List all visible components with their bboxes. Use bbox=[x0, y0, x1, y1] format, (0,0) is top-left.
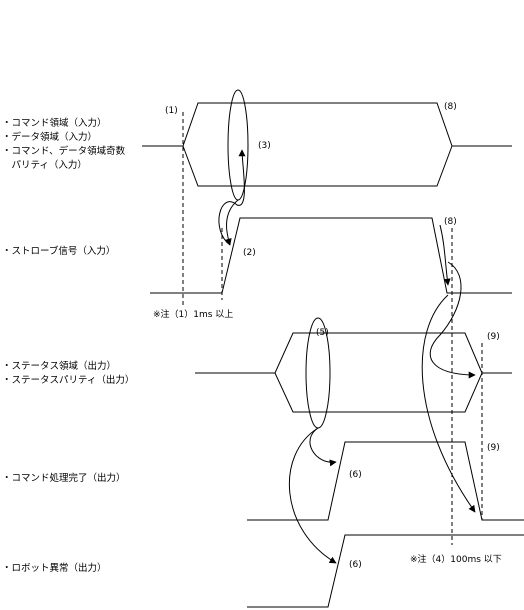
annotation-6-complete: (6) bbox=[349, 470, 362, 480]
annotation-1: (1) bbox=[165, 106, 178, 116]
robot-error-waveform bbox=[247, 534, 524, 608]
label-data-area: ・データ領域（入力） bbox=[2, 131, 97, 143]
status-bus-waveform bbox=[195, 332, 512, 413]
arrow-status-to-error bbox=[288, 427, 337, 564]
label-odd-parity: ・コマンド、データ領域奇数 bbox=[2, 145, 126, 157]
label-status-area: ・ステータス領域（出力） bbox=[2, 360, 116, 372]
label-command-complete: ・コマンド処理完了（出力） bbox=[2, 472, 126, 484]
annotation-3: (3) bbox=[258, 141, 271, 151]
arrow-to-status-end bbox=[429, 261, 476, 379]
note-4: ※注（4）100ms 以下 bbox=[410, 553, 502, 565]
strobe-waveform bbox=[150, 217, 512, 294]
arrow-status-to-complete bbox=[309, 427, 337, 467]
label-command-area: ・コマンド領域（入力） bbox=[2, 117, 107, 129]
annotation-8-top: (8) bbox=[444, 102, 457, 112]
arrow-bus-to-strobe bbox=[224, 199, 239, 246]
annotation-6-error: (6) bbox=[349, 560, 362, 570]
highlight-ellipse-3 bbox=[227, 89, 249, 201]
note-1: ※注（1）1ms 以上 bbox=[153, 308, 233, 320]
annotations: (1) (3) (2) ※注（1）1ms 以上 (8) (8) (5) (9) … bbox=[153, 102, 502, 570]
annotation-9-bottom: (9) bbox=[487, 443, 500, 453]
command-bus-waveform bbox=[142, 102, 512, 187]
arrow-strobe-to-bus bbox=[218, 149, 246, 246]
signal-labels: ・コマンド領域（入力） ・データ領域（入力） ・コマンド、データ領域奇数 パリテ… bbox=[2, 117, 134, 574]
annotation-5: (5) bbox=[316, 328, 329, 338]
annotation-8-strobe: (8) bbox=[444, 217, 457, 227]
annotation-9-top: (9) bbox=[487, 332, 500, 342]
label-status-parity: ・ステータスパリティ（出力） bbox=[2, 374, 134, 386]
arrow-strobe-to-complete-fall bbox=[421, 294, 476, 513]
arrow-strobe-fall bbox=[439, 224, 451, 286]
command-complete-waveform bbox=[247, 441, 524, 521]
label-robot-error: ・ロボット異常（出力） bbox=[2, 562, 107, 574]
label-strobe: ・ストローブ信号（入力） bbox=[2, 245, 115, 257]
annotation-2: (2) bbox=[243, 248, 256, 258]
causal-arrows bbox=[218, 149, 476, 564]
label-parity-input: パリティ（入力） bbox=[2, 159, 87, 171]
